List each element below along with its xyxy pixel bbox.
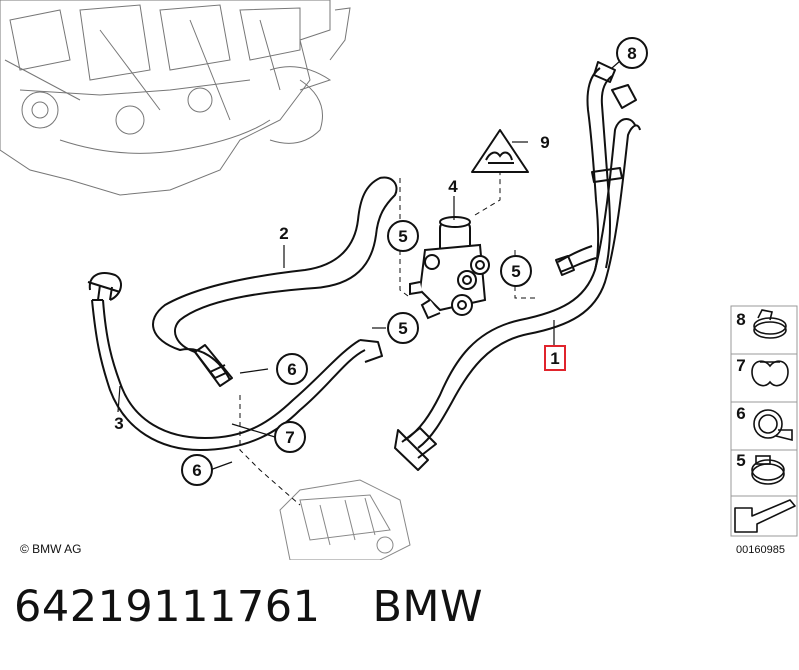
callout-6-lower: 6 xyxy=(181,454,213,486)
legend-panel: 8 7 6 5 xyxy=(730,305,798,537)
hose-clamp-icon xyxy=(753,409,793,442)
clip-icon xyxy=(751,360,789,387)
callout-5-upper: 5 xyxy=(387,220,419,252)
svg-text:9: 9 xyxy=(540,133,549,152)
svg-text:6: 6 xyxy=(287,360,296,379)
engine-block-drawing xyxy=(0,0,351,196)
callout-4: 4 xyxy=(448,177,458,196)
arrow-icon xyxy=(734,499,796,533)
worm-clamp-icon xyxy=(751,455,785,485)
svg-text:3: 3 xyxy=(114,414,123,433)
callout-8: 8 xyxy=(616,37,648,69)
spring-clamp-icon xyxy=(753,309,787,339)
callout-9: 9 xyxy=(540,133,549,152)
hot-surface-warning-icon xyxy=(471,129,529,173)
svg-text:1: 1 xyxy=(550,349,559,368)
svg-text:5: 5 xyxy=(398,319,407,338)
svg-text:5: 5 xyxy=(398,227,407,246)
valve-block xyxy=(409,216,490,320)
callout-7: 7 xyxy=(274,421,306,453)
callout-3: 3 xyxy=(114,414,123,433)
callout-5-right: 5 xyxy=(500,255,532,287)
callout-5-lower: 5 xyxy=(387,312,419,344)
reference-id: 00160985 xyxy=(736,544,785,556)
svg-text:2: 2 xyxy=(279,224,288,243)
heater-unit-drawing xyxy=(279,479,411,560)
legend-num-6: 6 xyxy=(736,404,745,423)
callout-leaders xyxy=(117,60,621,471)
brand-name: BMW xyxy=(372,582,484,632)
hose-diagram: 8 9 4 2 3 5 5 5 6 7 6 1 xyxy=(0,0,798,560)
hose-right xyxy=(394,61,641,471)
svg-text:8: 8 xyxy=(627,44,636,63)
callout-6-upper: 6 xyxy=(276,353,308,385)
copyright-text: © BMW AG xyxy=(20,542,82,556)
svg-text:7: 7 xyxy=(285,428,294,447)
svg-text:5: 5 xyxy=(511,262,520,281)
callout-1-highlighted[interactable]: 1 xyxy=(544,345,566,371)
hose-left xyxy=(87,176,398,451)
leader-lines xyxy=(239,167,535,506)
legend-num-7: 7 xyxy=(736,356,745,375)
svg-text:4: 4 xyxy=(448,177,458,196)
caption: 64219111761 BMW xyxy=(14,582,483,632)
part-number: 64219111761 xyxy=(14,582,321,632)
legend-num-8: 8 xyxy=(736,310,745,329)
legend-num-5: 5 xyxy=(736,451,745,470)
callout-2: 2 xyxy=(279,224,288,243)
svg-text:6: 6 xyxy=(192,461,201,480)
